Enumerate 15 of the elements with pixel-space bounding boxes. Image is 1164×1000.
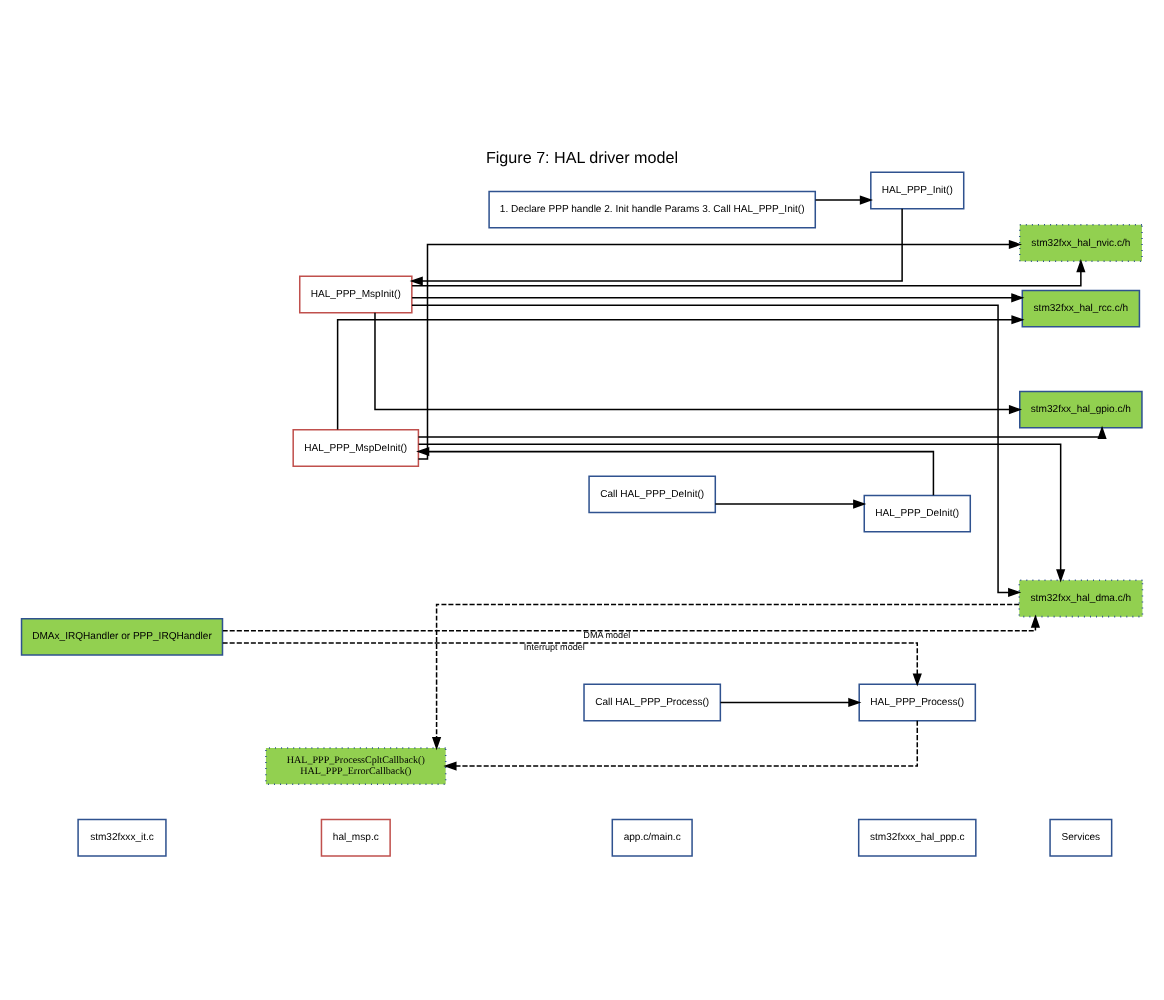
arrow (814, 194, 873, 204)
arrow (411, 292, 1025, 302)
arrow (432, 602, 1020, 750)
arrow (411, 303, 1022, 596)
arrow (714, 498, 867, 508)
arrow (222, 613, 1040, 631)
arrow (374, 310, 1023, 414)
arrow (443, 719, 919, 770)
arrow (336, 314, 1025, 430)
arrow (222, 641, 922, 686)
arrow (411, 258, 1086, 286)
arrow (409, 207, 903, 285)
diagram-title: Figure 7: HAL driver model (485, 148, 679, 166)
arrow (719, 696, 862, 707)
arrow (417, 424, 1107, 438)
